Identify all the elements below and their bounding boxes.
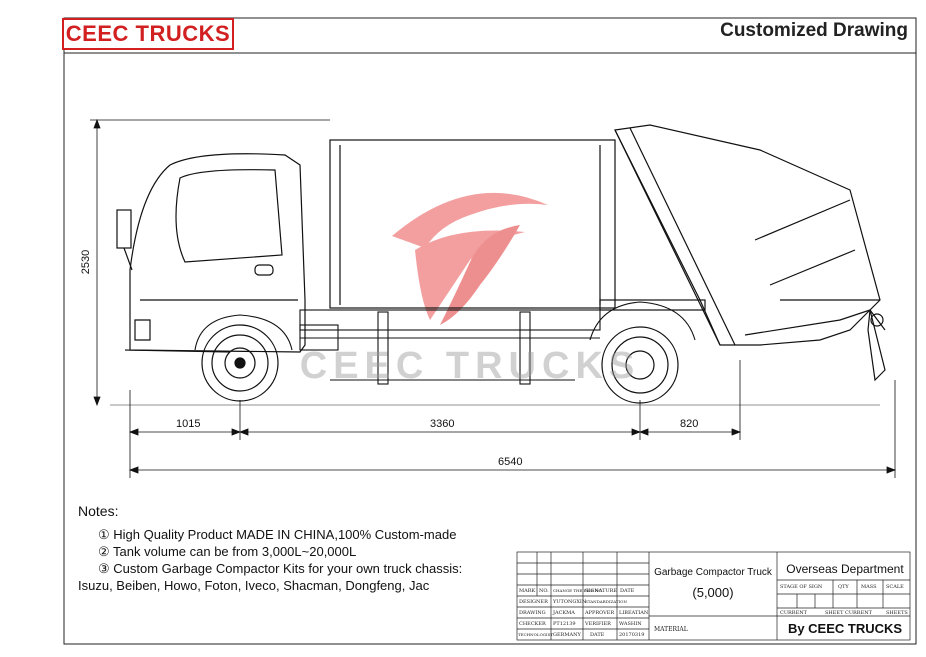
note-item: ① High Quality Product MADE IN CHINA,100… — [98, 527, 457, 542]
stage-of-sign-cell: STAGE OF SIGN — [780, 584, 823, 590]
department-label: Overseas Department — [786, 562, 904, 576]
row-checker-value: PT12139 — [553, 621, 576, 627]
watermark-logo — [392, 192, 548, 325]
product-capacity: (5,000) — [692, 585, 734, 600]
rev-file-no: CHANGE THE FILE NO. — [553, 588, 603, 593]
by-line: By CEEC TRUCKS — [787, 621, 903, 636]
compactor-tailgate — [614, 124, 886, 382]
rev-signature: SIGNATURE — [585, 588, 618, 594]
length-dimensions — [128, 360, 897, 478]
wheelbase-label: 3360 — [430, 418, 455, 430]
material-label: MATERIAL — [654, 626, 688, 633]
note-item: ③ Custom Garbage Compactor Kits for your… — [98, 561, 463, 576]
row-designer-label: DESIGNER — [519, 599, 548, 605]
row-technologist-value: GERMANY — [553, 632, 581, 638]
sheets-cell: SHEETS — [886, 610, 908, 616]
front-wheel — [201, 324, 279, 402]
compactor-body — [329, 139, 706, 311]
row-verifier-value: WASHIN — [619, 621, 642, 627]
row-drawing-label: DRAWING — [519, 610, 546, 616]
title-block-grid — [516, 551, 911, 641]
rev-date: DATE — [620, 588, 635, 594]
scale-cell: SCALE — [886, 584, 904, 590]
truck-cab — [116, 153, 306, 353]
sheet-cell: SHEET — [825, 610, 844, 616]
drawing-title: Customized Drawing — [720, 20, 908, 41]
row-designer-value: YUTONGXIN — [553, 599, 587, 605]
height-dimension — [90, 118, 330, 407]
rev-mark: MARK — [519, 588, 536, 594]
notes-section: Notes: ① High Quality Product MADE IN CH… — [78, 503, 462, 594]
row-date-label: DATE — [590, 632, 605, 638]
row-approver-label: APPROVER — [585, 610, 615, 616]
rear-fender — [589, 301, 696, 341]
note-item: ② Tank volume can be from 3,000L~20,000L — [98, 544, 357, 559]
row-approver-value: LIBEATIAN — [619, 610, 649, 616]
current-cell: CURRENT — [780, 610, 807, 616]
front-overhang-label: 1015 — [176, 418, 201, 430]
brand-logo: CEEC TRUCKS — [62, 18, 234, 50]
height-label: 2530 — [80, 250, 92, 274]
chassis-list: Isuzu, Beiben, Howo, Foton, Iveco, Shacm… — [78, 578, 430, 593]
notes-heading: Notes: — [78, 503, 119, 519]
watermark-text: CEEC TRUCKS — [300, 345, 640, 387]
row-date-value: 20170319 — [619, 632, 645, 638]
row-technologist-label: TECHNOLOGIST — [518, 632, 554, 637]
rear-overhang-label: 820 — [680, 418, 699, 430]
overall-length-label: 6540 — [498, 456, 523, 468]
current-cell: CURRENT — [845, 610, 872, 616]
row-drawing-value: JACKMA — [553, 610, 575, 616]
front-fender — [194, 314, 293, 351]
product-name: Garbage Compactor Truck — [654, 567, 772, 578]
qty-cell: QTY — [838, 584, 849, 590]
rev-no: NO. — [539, 588, 549, 594]
outer-frame — [63, 17, 917, 645]
row-standardization-label: STANDARDIZATION — [585, 599, 627, 604]
row-verifier-label: VERIFIER — [585, 621, 611, 627]
mass-cell: MASS — [861, 584, 877, 590]
row-checker-label: CHECKER — [519, 621, 546, 627]
